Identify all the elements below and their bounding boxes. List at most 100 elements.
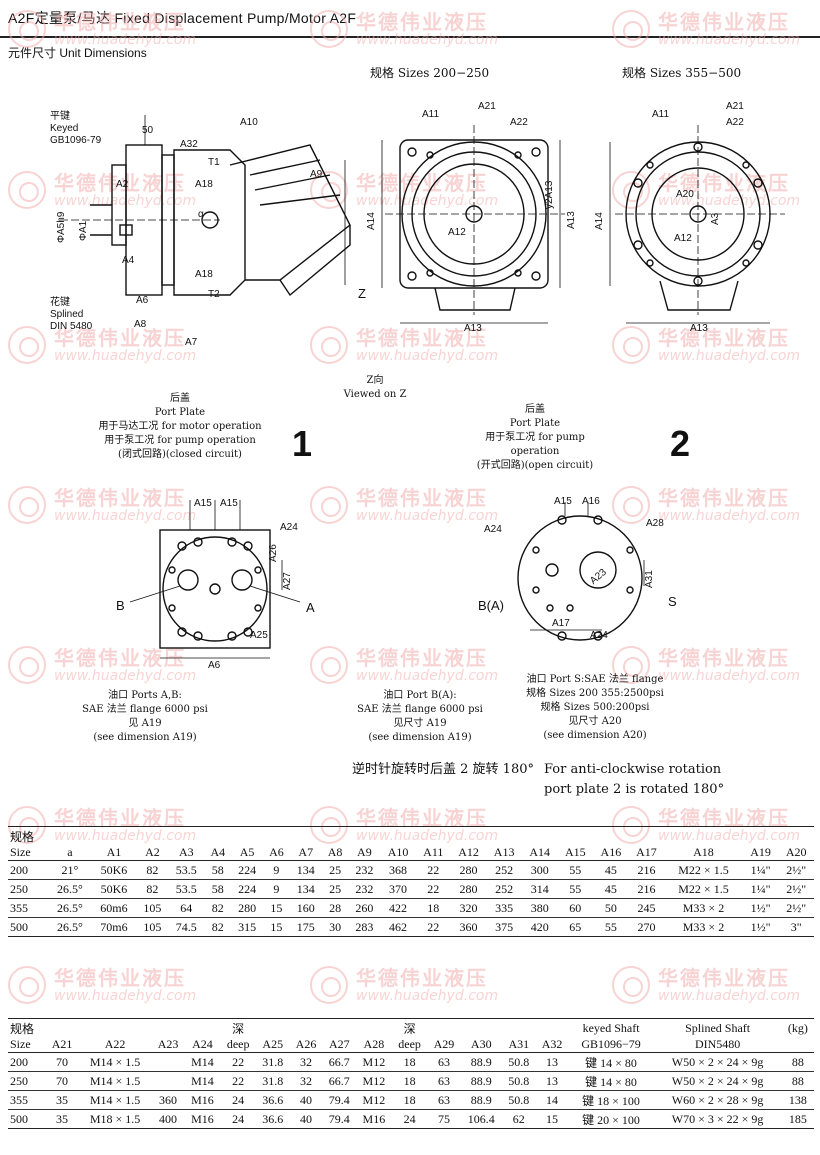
table1-cell: 175 bbox=[289, 917, 322, 937]
table2-cell bbox=[151, 1052, 185, 1072]
table2-cell: 18 bbox=[391, 1052, 428, 1072]
watermark-text: 华德伟业液压 bbox=[54, 326, 186, 350]
label-a3: A3 bbox=[710, 212, 721, 225]
label-a10: A10 bbox=[240, 117, 258, 128]
table1-cell: 26.5° bbox=[48, 879, 92, 899]
table2-cell: M14 bbox=[184, 1052, 221, 1072]
table2-cell bbox=[151, 1071, 185, 1091]
table2-cell: 50.8 bbox=[502, 1071, 536, 1091]
table2-header-cell bbox=[781, 1037, 814, 1053]
table2-cell: 63 bbox=[427, 1071, 461, 1091]
table2-cell: 400 bbox=[151, 1109, 185, 1129]
label-spline-std: DIN 5480 bbox=[50, 321, 93, 332]
table1-cell: 15 bbox=[262, 917, 290, 937]
table1-cell: 58 bbox=[204, 879, 232, 899]
table1-cell: 422 bbox=[380, 898, 416, 918]
table2-cell: 88.9 bbox=[460, 1071, 503, 1091]
table1-header-cell: A3 bbox=[168, 845, 205, 861]
watermark-url: www.huadehyd.com bbox=[54, 828, 197, 844]
table2-cell: 35 bbox=[45, 1109, 79, 1129]
table1-cell: 216 bbox=[628, 860, 665, 880]
table2-header-cell: A32 bbox=[535, 1037, 569, 1053]
dimensions-table-2: 规格 深 深 keyed Shaft Splined Shaft (kg) Si… bbox=[8, 1020, 814, 1129]
watermark-logo-icon bbox=[612, 966, 650, 1004]
table1-header-cell: A5 bbox=[231, 845, 263, 861]
port-plate-1-caption: 后盖 Port Plate 用于马达工况 for motor operation… bbox=[98, 393, 262, 460]
table1-header-cell: A2 bbox=[136, 845, 169, 861]
watermark-url: www.huadehyd.com bbox=[356, 348, 499, 364]
table2-header-cell: A26 bbox=[289, 1037, 323, 1053]
label-a13-vert: A13 bbox=[566, 211, 577, 229]
watermark-text: 华德伟业液压 bbox=[356, 10, 488, 34]
table2-cell: 88.9 bbox=[460, 1090, 503, 1110]
table1-header-cell: a bbox=[48, 845, 92, 861]
watermark-logo-icon bbox=[310, 486, 348, 524]
watermark-url: www.huadehyd.com bbox=[54, 508, 197, 524]
table1-cell: 82 bbox=[136, 879, 169, 899]
table1-title: 规格 bbox=[10, 830, 35, 844]
table1-cell: 82 bbox=[136, 860, 169, 880]
table2-cell: M16 bbox=[184, 1109, 221, 1129]
label-a32: A32 bbox=[180, 139, 198, 150]
table1-header-cell: A9 bbox=[348, 845, 381, 861]
label-50: 50 bbox=[142, 125, 154, 136]
table2-cell: 250 bbox=[8, 1071, 46, 1091]
label-a28: A28 bbox=[646, 518, 664, 529]
watermark-text: 华德伟业液压 bbox=[356, 646, 488, 670]
table1-cell: 224 bbox=[231, 860, 263, 880]
watermark-url: www.huadehyd.com bbox=[658, 828, 801, 844]
table2-cell: 键 20 × 100 bbox=[568, 1109, 654, 1129]
label-a13-horiz: A13 bbox=[464, 323, 482, 334]
table1-header-cell: A1 bbox=[91, 845, 137, 861]
table2-cell: 15 bbox=[535, 1109, 569, 1129]
table2-cell: M12 bbox=[356, 1052, 392, 1072]
label-b-a: B(A) bbox=[478, 598, 504, 613]
sizes-355-500-label: 规格 Sizes 355−500 bbox=[622, 66, 742, 80]
table2-kg: (kg) bbox=[787, 1021, 808, 1035]
watermark-logo-icon bbox=[8, 486, 46, 524]
watermark-text: 华德伟业液压 bbox=[658, 966, 790, 990]
label-key-en: Keyed bbox=[50, 123, 78, 134]
label-a17: A17 bbox=[552, 618, 570, 629]
page-title: A2F定量泵/马达 Fixed Displacement Pump/Motor … bbox=[8, 10, 357, 26]
table1-cell: 320 bbox=[450, 898, 487, 918]
watermark-url: www.huadehyd.com bbox=[356, 32, 499, 48]
label-a21: A21 bbox=[478, 101, 496, 112]
watermark-url: www.huadehyd.com bbox=[54, 668, 197, 684]
watermark-logo-icon bbox=[310, 326, 348, 364]
table2-cell: 18 bbox=[391, 1090, 428, 1110]
table1-header-cell: A4 bbox=[204, 845, 232, 861]
label-a12-large: A12 bbox=[674, 233, 692, 244]
page-header bbox=[0, 0, 820, 38]
watermark-logo-icon bbox=[310, 10, 348, 48]
label-a2: A2 bbox=[116, 179, 129, 190]
table1-header-cell: A20 bbox=[778, 845, 814, 861]
table2-cell: 40 bbox=[289, 1090, 323, 1110]
label-a14: A14 bbox=[366, 212, 377, 230]
table2-header-cell: A24 bbox=[184, 1037, 221, 1053]
table2-cell: W70 × 3 × 22 × 9g bbox=[653, 1109, 782, 1129]
table1-cell: 232 bbox=[348, 879, 381, 899]
table1-cell: 55 bbox=[557, 860, 594, 880]
table1-cell: 283 bbox=[348, 917, 381, 937]
unit-dimensions-label: 元件尺寸 Unit Dimensions bbox=[8, 46, 147, 60]
table1-header-cell: A18 bbox=[664, 845, 743, 861]
label-a22-large: A22 bbox=[726, 117, 744, 128]
table2-cell: 63 bbox=[427, 1090, 461, 1110]
label-a4: A4 bbox=[122, 255, 135, 266]
table1-cell: 300 bbox=[521, 860, 558, 880]
table1-cell: 45 bbox=[593, 860, 629, 880]
table1-cell: 2½" bbox=[778, 860, 814, 880]
watermark-text: 华德伟业液压 bbox=[356, 966, 488, 990]
watermark-url: www.huadehyd.com bbox=[356, 508, 499, 524]
watermark-text: 华德伟业液压 bbox=[356, 486, 488, 510]
table1-header-cell: A11 bbox=[415, 845, 451, 861]
table1-cell: 25 bbox=[321, 860, 349, 880]
watermark-logo-icon bbox=[310, 806, 348, 844]
table2-cell: 31.8 bbox=[256, 1052, 290, 1072]
label-a20: A20 bbox=[676, 189, 694, 200]
table1-cell: 2½" bbox=[778, 879, 814, 899]
